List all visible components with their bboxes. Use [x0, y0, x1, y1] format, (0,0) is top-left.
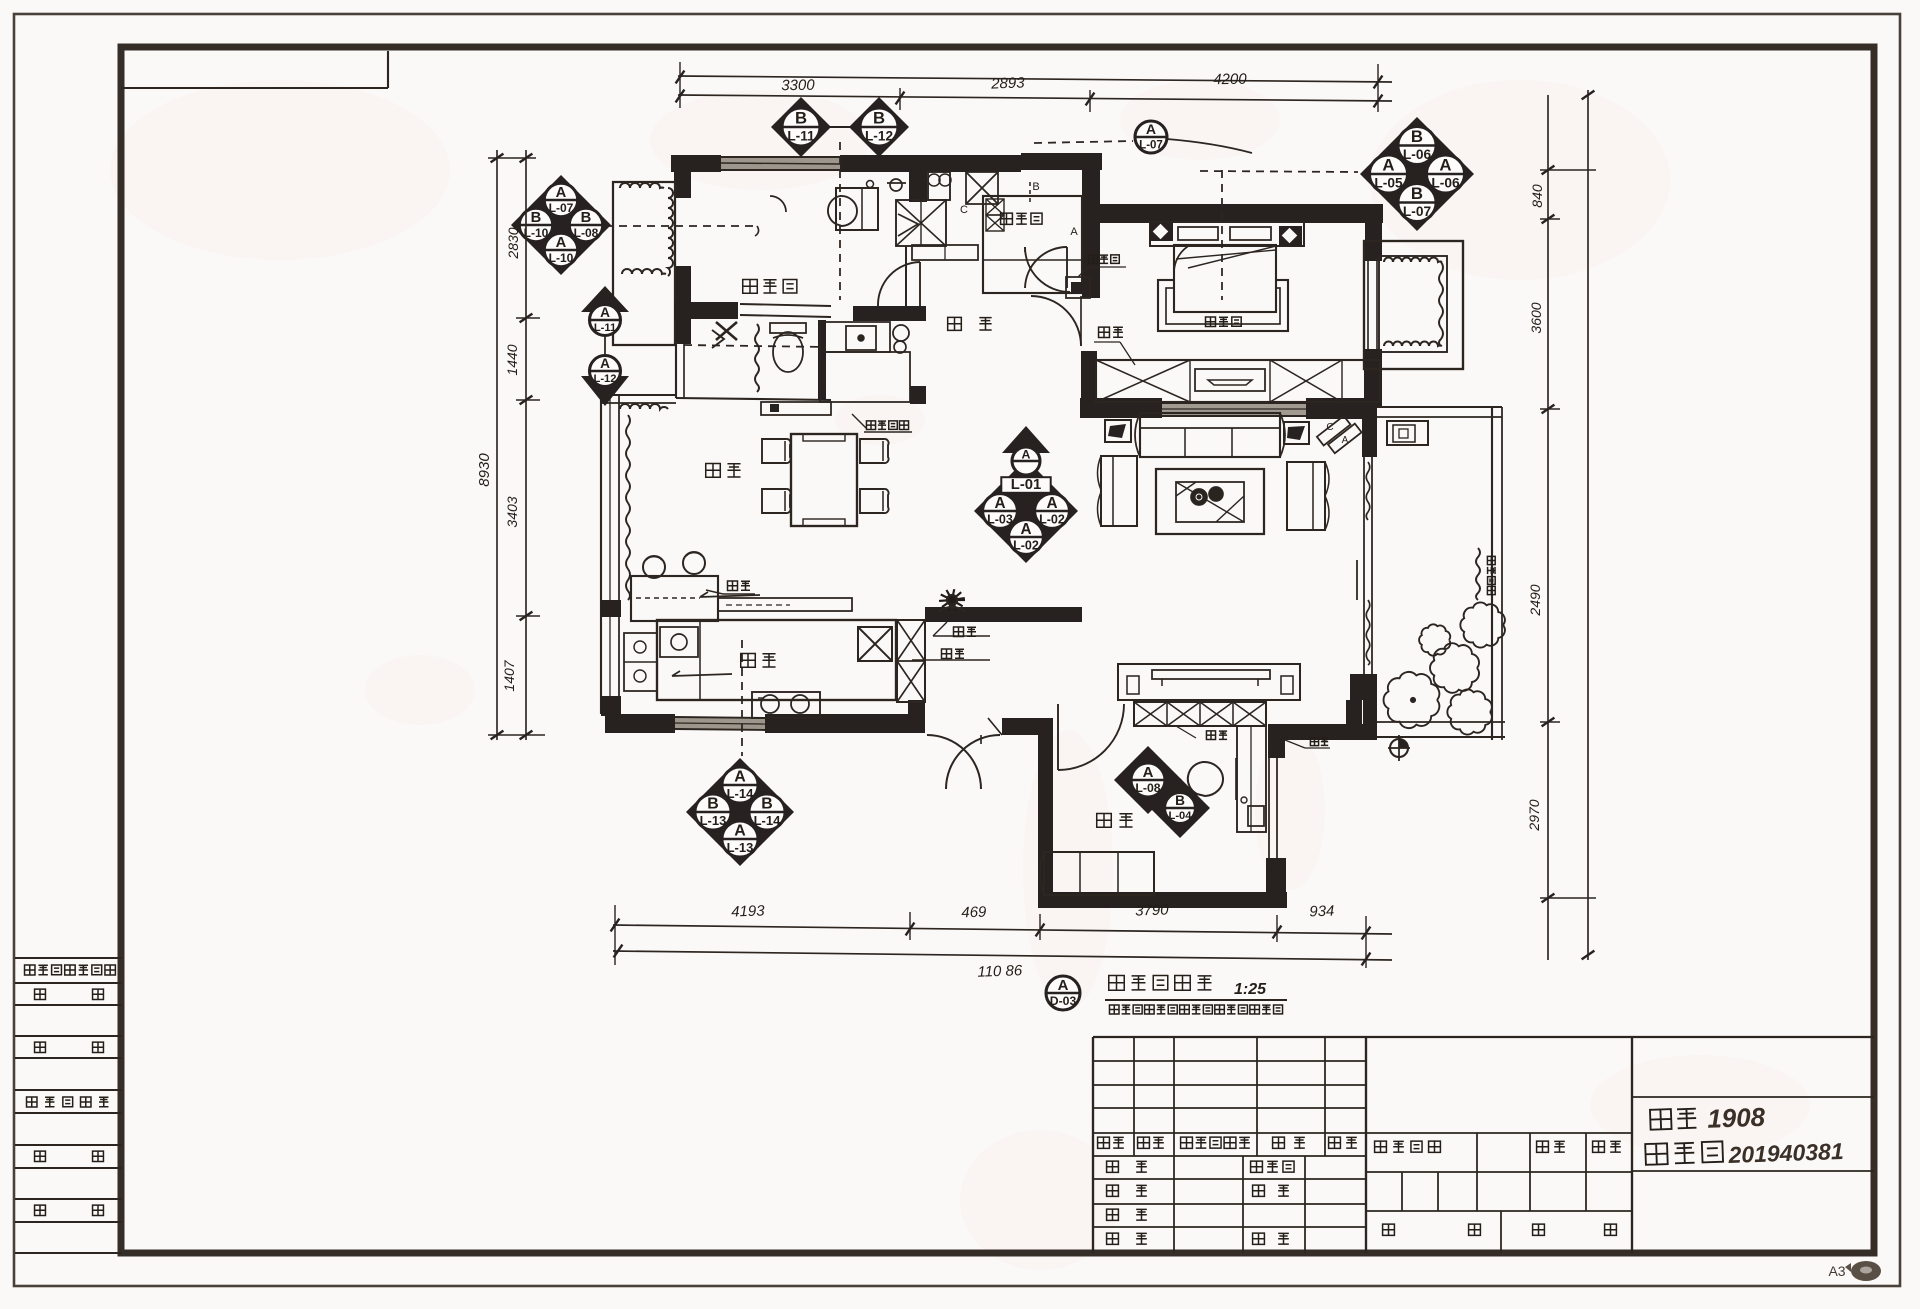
svg-text:C: C	[1326, 422, 1333, 433]
svg-text:3403: 3403	[504, 496, 520, 527]
svg-text:8930: 8930	[476, 453, 493, 487]
svg-text:B: B	[1411, 184, 1423, 203]
svg-text:L-01: L-01	[1011, 477, 1041, 493]
svg-text:D-03: D-03	[1050, 994, 1077, 1008]
svg-text:A: A	[1020, 521, 1031, 538]
svg-text:B: B	[581, 210, 592, 226]
svg-text:A: A	[600, 305, 610, 320]
svg-text:469: 469	[961, 904, 987, 922]
svg-text:3300: 3300	[781, 77, 815, 95]
svg-text:2830: 2830	[505, 227, 521, 259]
svg-text:B: B	[873, 109, 885, 128]
svg-text:B: B	[1032, 181, 1039, 193]
svg-text:L-02: L-02	[1039, 513, 1065, 527]
svg-text:A: A	[1046, 495, 1057, 512]
svg-text:L-07: L-07	[1139, 140, 1163, 152]
svg-text:L-06: L-06	[1431, 176, 1460, 191]
svg-text:3790: 3790	[1135, 901, 1170, 919]
svg-text:B: B	[1411, 127, 1423, 146]
svg-text:934: 934	[1309, 903, 1335, 921]
svg-text:L-07: L-07	[1403, 204, 1432, 219]
svg-text:C: C	[960, 204, 968, 216]
svg-text:A: A	[1439, 156, 1451, 175]
svg-text:2893: 2893	[990, 74, 1026, 92]
svg-text:A: A	[1070, 226, 1078, 238]
svg-text:B: B	[1175, 793, 1185, 808]
svg-text:L-10: L-10	[549, 251, 574, 265]
svg-text:L-13: L-13	[727, 840, 754, 855]
svg-text:110 86: 110 86	[977, 962, 1023, 981]
svg-text:L-03: L-03	[987, 513, 1013, 527]
svg-text:L-05: L-05	[1374, 176, 1403, 191]
svg-text:A: A	[1022, 447, 1031, 461]
svg-text:2490: 2490	[1527, 584, 1543, 616]
svg-text:L-14: L-14	[754, 813, 782, 828]
svg-text:A: A	[556, 185, 567, 201]
svg-text:L-11: L-11	[787, 129, 815, 144]
svg-text:3600: 3600	[1528, 302, 1544, 333]
svg-text:A: A	[734, 823, 746, 840]
svg-text:840: 840	[1529, 184, 1545, 208]
svg-text:A: A	[1382, 156, 1394, 175]
svg-text:L-10: L-10	[524, 226, 549, 240]
svg-text:201940381: 201940381	[1727, 1138, 1844, 1168]
svg-text:A: A	[1143, 764, 1154, 781]
svg-text:2970: 2970	[1526, 799, 1542, 831]
svg-text:L-13: L-13	[700, 813, 727, 828]
svg-text:A: A	[600, 356, 610, 371]
svg-text:L-02: L-02	[1013, 539, 1039, 553]
svg-text:4200: 4200	[1213, 71, 1247, 89]
svg-text:L-12: L-12	[865, 129, 894, 144]
svg-text:L-08: L-08	[574, 226, 599, 240]
svg-text:L-06: L-06	[1403, 147, 1432, 162]
svg-text:A: A	[734, 769, 746, 786]
svg-text:L-04: L-04	[1169, 810, 1193, 822]
svg-text:B: B	[531, 210, 542, 226]
svg-text:A: A	[1058, 977, 1069, 994]
svg-text:B: B	[707, 796, 719, 813]
svg-text:A: A	[556, 235, 567, 251]
svg-text:A: A	[1342, 435, 1349, 446]
svg-text:L-11: L-11	[594, 322, 616, 334]
svg-text:L-12: L-12	[594, 373, 617, 385]
svg-text:A3: A3	[1828, 1263, 1845, 1279]
svg-text:L-07: L-07	[549, 201, 574, 215]
svg-text:A: A	[994, 495, 1005, 512]
svg-text:1407: 1407	[501, 659, 517, 691]
svg-text:1908: 1908	[1707, 1102, 1766, 1134]
svg-text:B: B	[761, 796, 773, 813]
svg-text:B: B	[795, 109, 807, 128]
svg-text:4193: 4193	[731, 902, 766, 920]
svg-text:1440: 1440	[504, 344, 520, 375]
svg-text:L-14: L-14	[727, 786, 755, 801]
svg-text:A: A	[1146, 121, 1156, 137]
svg-text:L-08: L-08	[1135, 781, 1160, 795]
svg-text:1:25: 1:25	[1234, 981, 1267, 998]
